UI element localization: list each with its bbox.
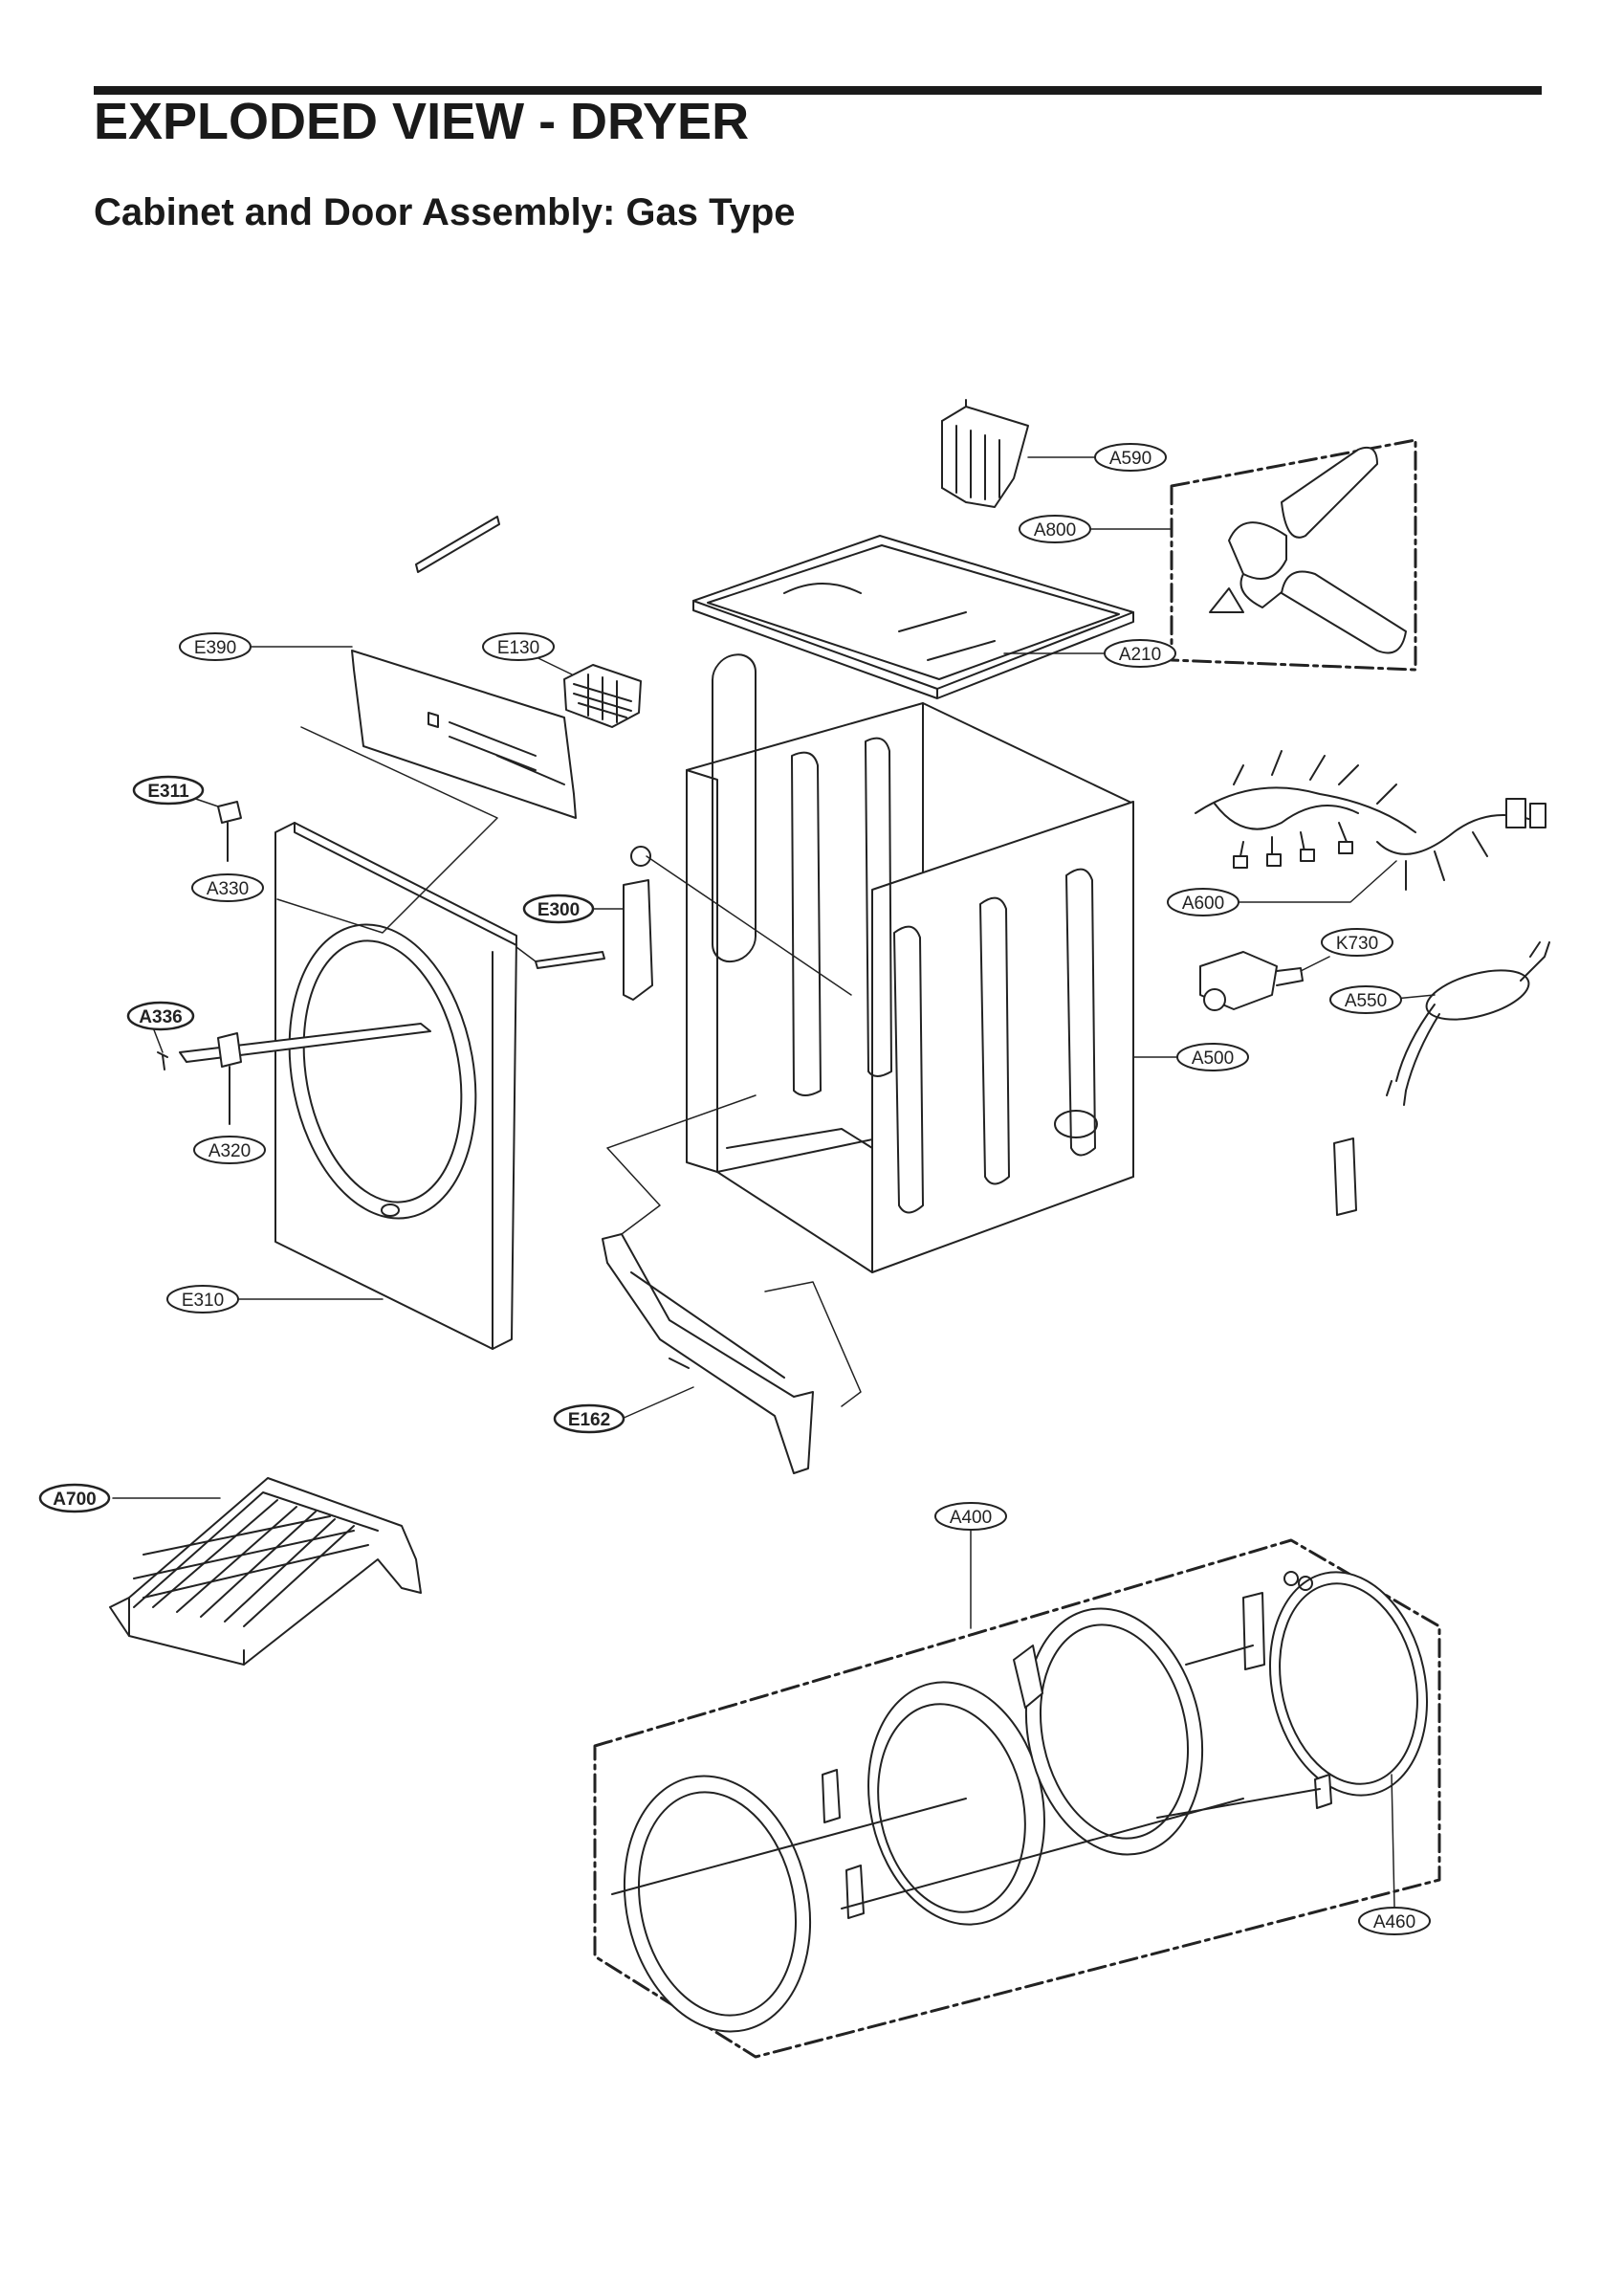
- callout-a500: A500: [1176, 1043, 1249, 1071]
- callout-e300: E300: [522, 894, 595, 924]
- svg-text:A590: A590: [1109, 449, 1151, 469]
- part-a336-screw: [157, 1051, 168, 1071]
- svg-text:K730: K730: [1336, 934, 1378, 954]
- part-a320-latch: [217, 1032, 242, 1068]
- svg-text:A800: A800: [1034, 520, 1076, 541]
- svg-text:E390: E390: [194, 638, 236, 658]
- page-title: EXPLODED VIEW - DRYER: [94, 93, 750, 150]
- part-strip: [415, 516, 500, 573]
- svg-text:E162: E162: [568, 1410, 610, 1430]
- guide-outline-e162-right: [764, 1281, 862, 1407]
- svg-text:A336: A336: [139, 1007, 182, 1027]
- svg-text:E130: E130: [497, 638, 539, 658]
- svg-text:A400: A400: [950, 1508, 992, 1528]
- page-subtitle: Cabinet and Door Assembly: Gas Type: [94, 191, 796, 233]
- callout-k730: K730: [1321, 928, 1393, 957]
- part-k730-valve: [1199, 951, 1304, 1011]
- callout-a320: A320: [193, 1136, 266, 1164]
- part-a700-rack: [109, 1477, 422, 1666]
- callout-e311: E311: [132, 775, 205, 806]
- part-a590-bracket: [941, 399, 1029, 508]
- guide-outline-e311: [276, 726, 498, 934]
- part-a500-cabinet: [686, 653, 1134, 1273]
- part-rail-top: [535, 951, 605, 969]
- svg-text:A210: A210: [1119, 645, 1161, 665]
- part-a600-harness: [1195, 750, 1546, 891]
- svg-text:A550: A550: [1345, 991, 1387, 1011]
- callout-e390: E390: [179, 632, 252, 661]
- part-e311-switch: [217, 801, 242, 824]
- callout-a400: A400: [934, 1502, 1007, 1531]
- callout-a550: A550: [1329, 985, 1402, 1014]
- svg-text:E310: E310: [182, 1291, 224, 1311]
- callout-e310: E310: [166, 1285, 239, 1314]
- callout-e162: E162: [553, 1403, 625, 1434]
- callout-a800: A800: [1019, 515, 1091, 543]
- callout-a330: A330: [191, 873, 264, 902]
- callout-a700: A700: [38, 1483, 111, 1513]
- svg-text:E311: E311: [147, 782, 189, 802]
- part-a210-top-cover: [692, 535, 1134, 699]
- callout-a460: A460: [1358, 1907, 1431, 1935]
- part-a800-duct-kit: [1170, 438, 1417, 672]
- callout-e130: E130: [482, 632, 555, 661]
- part-e300-hinge: [623, 879, 653, 1001]
- title-rule: [94, 86, 1542, 95]
- part-switch-right: [1333, 1137, 1357, 1216]
- callout-a210: A210: [1104, 639, 1176, 668]
- part-e130-module: [563, 664, 642, 728]
- svg-text:E300: E300: [537, 900, 580, 920]
- part-e162-bracket: [602, 1233, 814, 1474]
- svg-text:A320: A320: [208, 1141, 251, 1161]
- part-a550-cord: [1386, 941, 1550, 1106]
- callout-a600: A600: [1167, 888, 1239, 916]
- svg-text:A600: A600: [1182, 894, 1224, 914]
- leader-e300-cabinet: [646, 855, 852, 996]
- svg-text:A700: A700: [53, 1490, 96, 1510]
- part-rail: [179, 1023, 431, 1063]
- svg-text:A330: A330: [207, 879, 249, 899]
- part-knob: [630, 846, 651, 867]
- part-e390-bracket: [351, 650, 577, 819]
- callout-a336: A336: [126, 1001, 195, 1031]
- svg-text:A460: A460: [1373, 1912, 1415, 1932]
- part-a400-door-assembly: [593, 1538, 1441, 2059]
- svg-text:A500: A500: [1192, 1049, 1234, 1069]
- part-e310-front-panel: [274, 822, 517, 1350]
- callout-a590: A590: [1094, 443, 1167, 472]
